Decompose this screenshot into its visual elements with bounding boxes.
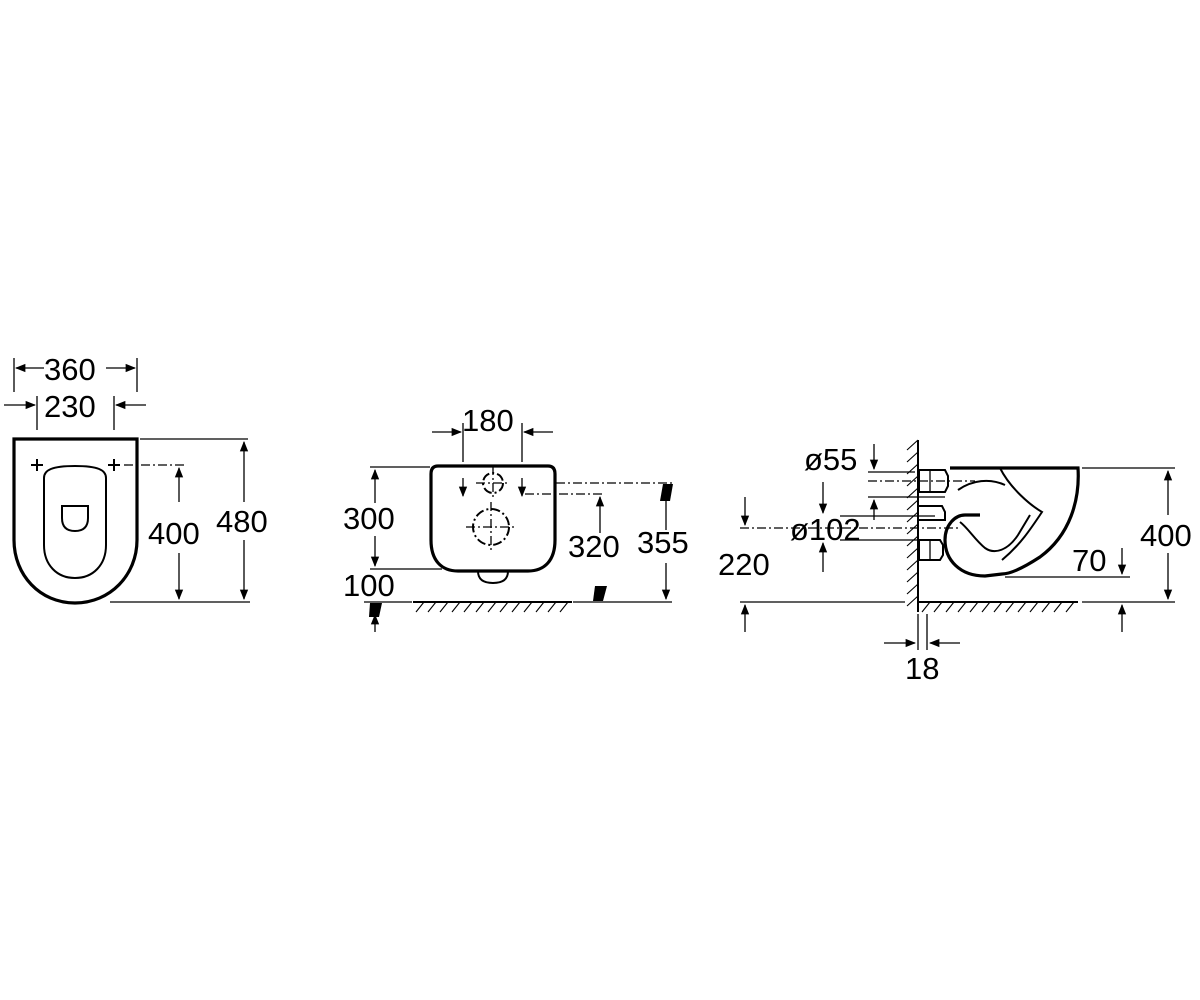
side-bowl-curve <box>957 479 1006 491</box>
dim-hole-distance: 400 <box>148 516 200 551</box>
rear-view: 180 300 100 320 355 <box>343 403 689 632</box>
rear-floor-hatch <box>415 601 569 613</box>
dim-side-outlet-height: 220 <box>718 547 770 582</box>
side-outlet-connector <box>918 539 944 561</box>
side-inlet-connector <box>918 469 949 493</box>
side-bowl-outline <box>943 466 1080 578</box>
side-floor-hatch <box>921 601 1075 613</box>
bolt-hole-right <box>108 459 120 471</box>
seat-opening <box>43 464 107 580</box>
dim-fixing-height: 320 <box>568 529 620 564</box>
side-trap <box>959 514 1031 553</box>
dim-width: 360 <box>44 352 96 387</box>
dim-hole-spacing: 230 <box>44 389 96 424</box>
dim-inlet-height: 300 <box>343 501 395 536</box>
break-mark-100 <box>369 603 382 617</box>
side-wall-hatch <box>906 439 919 607</box>
break-mark-355 <box>660 484 673 501</box>
dim-wall-gap: 18 <box>905 651 939 686</box>
side-bowl-inner <box>999 467 1044 561</box>
dim-inlet-spacing: 180 <box>462 403 514 438</box>
rear-outlet-nub <box>477 570 509 585</box>
dim-outlet-height: 100 <box>343 568 395 603</box>
front-trap <box>61 505 89 533</box>
bolt-hole-left <box>31 459 43 471</box>
front-view: 360 230 400 480 <box>4 352 268 605</box>
bowl-outline <box>12 437 139 605</box>
dim-top-height: 355 <box>637 525 689 560</box>
side-view: ø55 ø102 220 400 70 18 <box>718 439 1192 686</box>
dim-length: 480 <box>216 504 268 539</box>
dim-rim-height: 400 <box>1140 518 1192 553</box>
break-mark-320 <box>593 586 607 601</box>
rear-body-outline <box>429 464 557 573</box>
dim-outlet-diameter: ø102 <box>790 512 861 547</box>
dim-seat-drop: 70 <box>1072 543 1106 578</box>
dim-inlet-diameter: ø55 <box>804 442 857 477</box>
